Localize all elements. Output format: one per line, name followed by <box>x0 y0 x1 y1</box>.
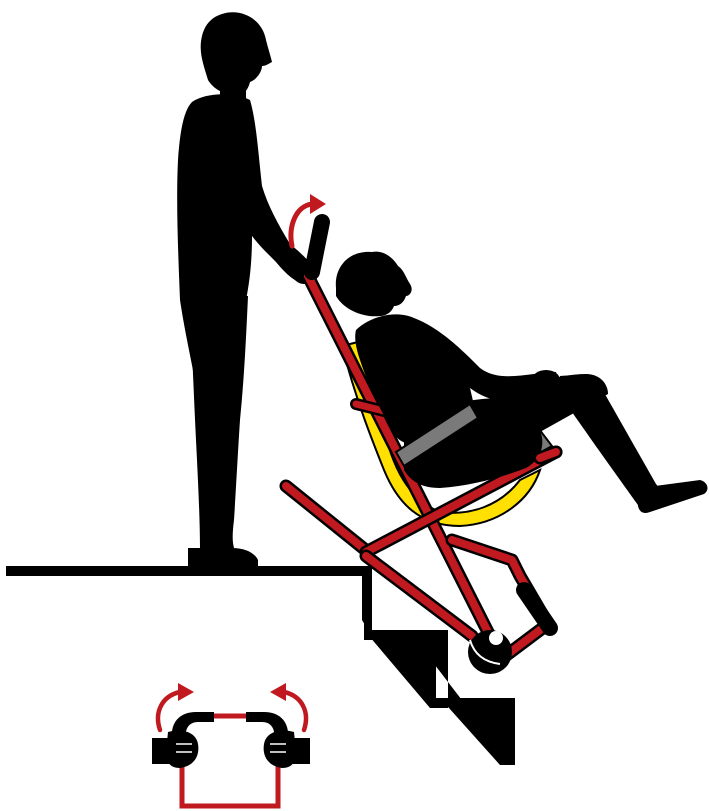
gloved-hand-icon <box>152 731 198 769</box>
stair-step-2 <box>364 630 448 708</box>
top-handle-grip <box>312 222 322 272</box>
handle-grip-detail <box>152 683 310 806</box>
floor-and-stairs <box>6 566 515 765</box>
gloved-hand-icon-right <box>264 731 310 769</box>
stair-step-3 <box>440 698 515 765</box>
landing-floor <box>6 566 368 576</box>
chair-wheel <box>468 630 512 674</box>
standing-attendant-silhouette <box>177 12 317 566</box>
